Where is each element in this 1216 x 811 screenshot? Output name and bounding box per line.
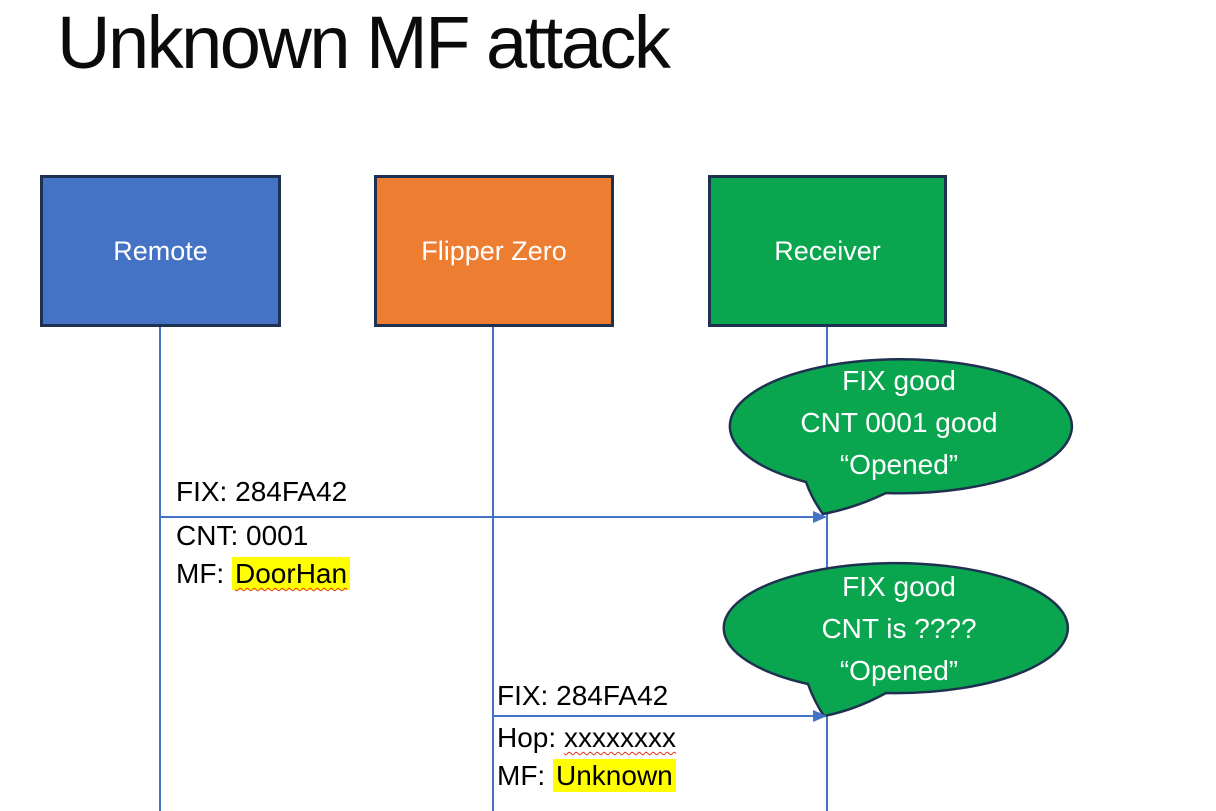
- message-2-fix-label: FIX: 284FA42: [497, 680, 669, 711]
- message-2-hop-prefix: Hop:: [497, 722, 564, 753]
- message-2-mf-label: MF: Unknown: [497, 759, 676, 792]
- actor-box-receiver: Receiver: [708, 175, 947, 327]
- page-title: Unknown MF attack: [57, 1, 671, 84]
- message-2-hop-value-misspelled: xxxxxxxx: [563, 722, 676, 753]
- message-2-mf-prefix: MF:: [497, 760, 553, 791]
- bubble-2-line-2: CNT is ????: [821, 613, 977, 644]
- actor-label-receiver: Receiver: [774, 235, 881, 266]
- message-2-hop-label: Hop: xxxxxxxx: [497, 722, 676, 754]
- speech-bubble-2: [722, 561, 1070, 718]
- bubble-1-line-1: FIX good: [842, 365, 956, 396]
- speech-bubble-1-shape: [728, 358, 1074, 516]
- actor-label-flipper-zero: Flipper Zero: [421, 235, 567, 266]
- message-1-cnt-label: CNT: 0001: [176, 520, 309, 551]
- message-1-mf-label: MF: DoorHan: [176, 557, 351, 590]
- message-arrow-1: [161, 516, 817, 518]
- speech-bubble-2-text: FIX good CNT is ???? “Opened”: [739, 566, 1059, 692]
- message-arrow-2-head-icon: [813, 710, 827, 722]
- message-2-mf-value-highlighted: Unknown: [553, 759, 676, 792]
- message-1-mf-prefix: MF:: [176, 558, 232, 589]
- message-arrow-1-head-icon: [813, 511, 827, 523]
- lifeline-flipper-zero: [492, 327, 494, 811]
- bubble-2-line-1: FIX good: [842, 571, 956, 602]
- actor-box-flipper-zero: Flipper Zero: [374, 175, 614, 327]
- message-arrow-2: [494, 715, 817, 717]
- bubble-1-line-2: CNT 0001 good: [800, 407, 998, 438]
- speech-bubble-1-text: FIX good CNT 0001 good “Opened”: [739, 360, 1059, 486]
- actor-label-remote: Remote: [113, 235, 208, 266]
- message-1-mf-value-highlighted: DoorHan: [232, 557, 351, 590]
- bubble-1-line-3: “Opened”: [839, 449, 959, 480]
- bubble-2-line-3: “Opened”: [839, 655, 959, 686]
- actor-box-remote: Remote: [40, 175, 281, 327]
- message-1-fix-label: FIX: 284FA42: [176, 476, 348, 507]
- lifeline-remote: [159, 327, 161, 811]
- speech-bubble-1: [728, 358, 1074, 516]
- speech-bubble-2-shape: [722, 561, 1070, 718]
